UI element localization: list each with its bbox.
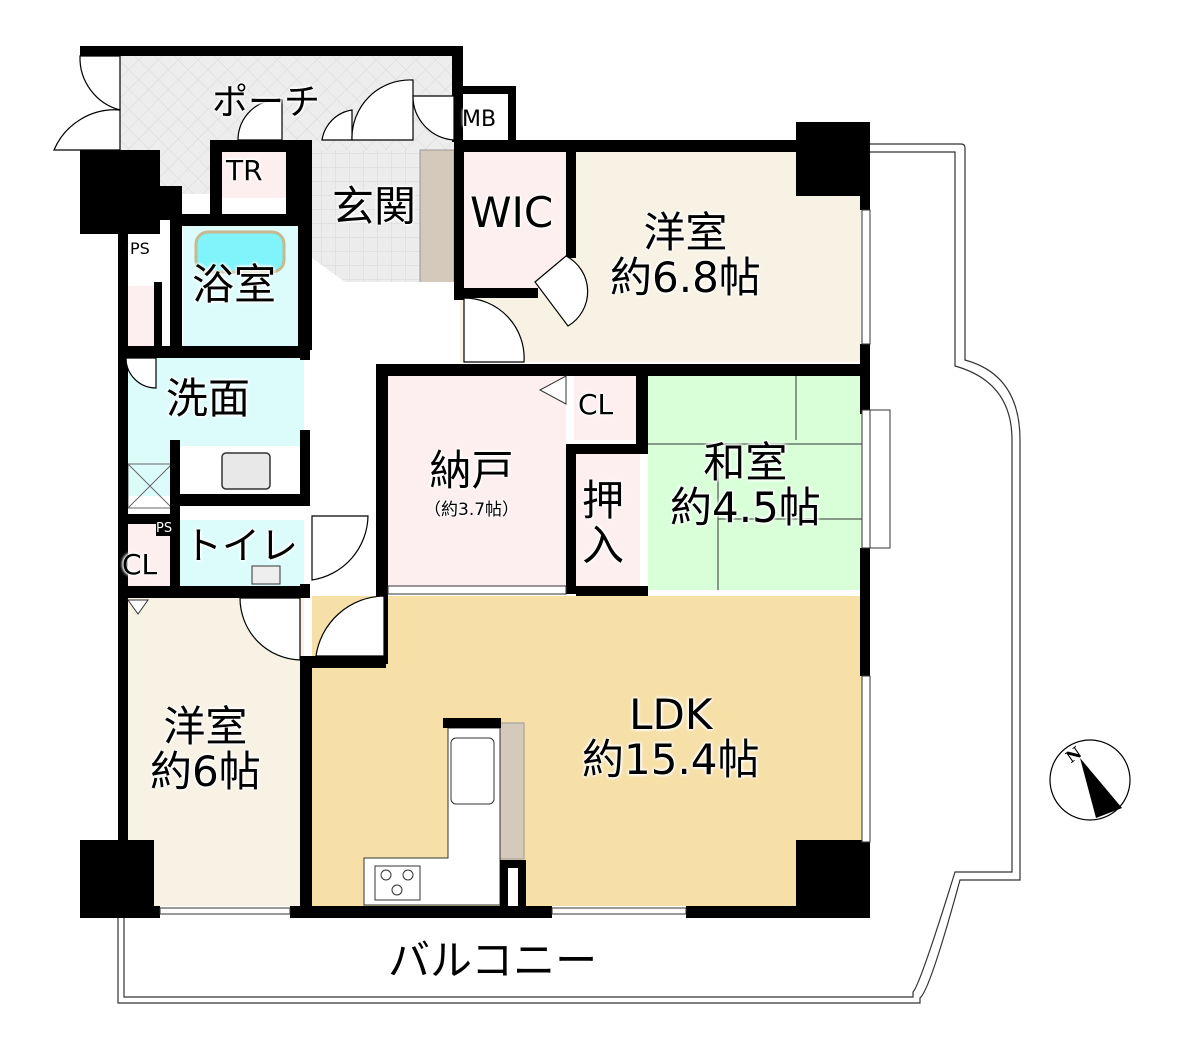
japanese-room-floor (648, 374, 862, 590)
toilet-label: トイレ (184, 524, 299, 568)
tr-label: TR (226, 154, 263, 187)
mb-label: MB (462, 107, 497, 132)
washroom-label: 洗面 (166, 374, 251, 423)
north-arrow-icon: N (1049, 739, 1131, 821)
shoe-cabinet (419, 149, 455, 294)
balcony-outline (117, 143, 1021, 1004)
porch-label: ポーチ (212, 82, 321, 123)
wic-label: WIC (470, 188, 554, 237)
closet-upper-label: CL (578, 388, 614, 421)
storage-label: 納戸 （約3.7帖） (424, 446, 520, 521)
ps-label: PS (130, 239, 150, 258)
ps-small-label: PS (156, 521, 173, 537)
ldk-label: LDK 約15.4帖 (582, 690, 760, 785)
storage-floor (386, 374, 566, 590)
oshiire-label: 押 入 (582, 476, 625, 571)
walls (80, 46, 870, 918)
kitchen (363, 718, 526, 908)
western-room-1-label: 洋室 約6.8帖 (610, 208, 761, 303)
closet-lower-label: CL (122, 548, 158, 581)
ldk-floor (312, 596, 862, 906)
door-swings (53, 55, 589, 661)
balcony-label: バルコニー (388, 936, 598, 985)
toilet-floor (180, 520, 304, 586)
western-room-2-label: 洋室 約6帖 (150, 702, 261, 797)
bathroom-label: 浴室 (192, 260, 277, 309)
japanese-room-label: 和室 約4.5帖 (670, 438, 821, 533)
washbasin (221, 452, 271, 490)
bathtub (194, 230, 286, 274)
entrance-label: 玄関 (332, 182, 417, 231)
entrance-floor (312, 150, 420, 282)
